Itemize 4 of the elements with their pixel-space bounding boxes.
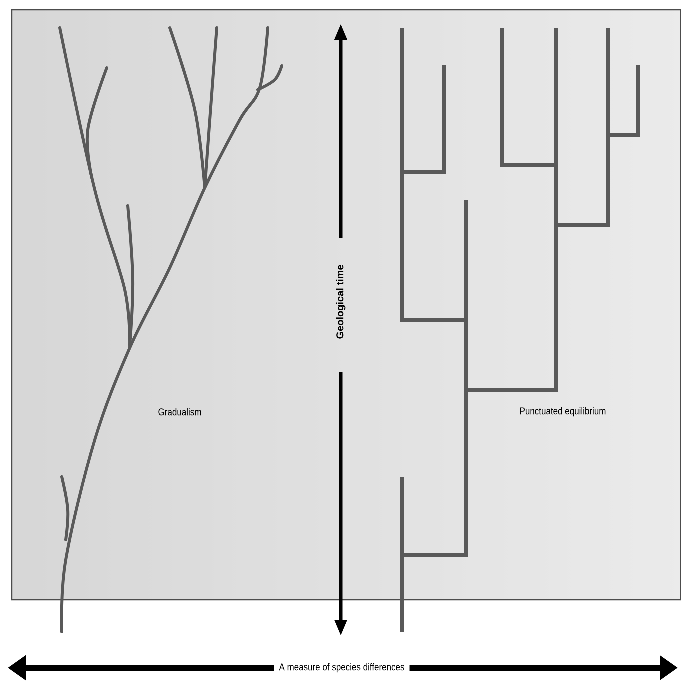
axis-label: Geological time	[336, 265, 346, 339]
axis-label: A measure of species differences	[274, 660, 410, 676]
tree-label: Gradualism	[158, 408, 202, 416]
tree-label: Punctuated equilibrium	[520, 407, 606, 417]
